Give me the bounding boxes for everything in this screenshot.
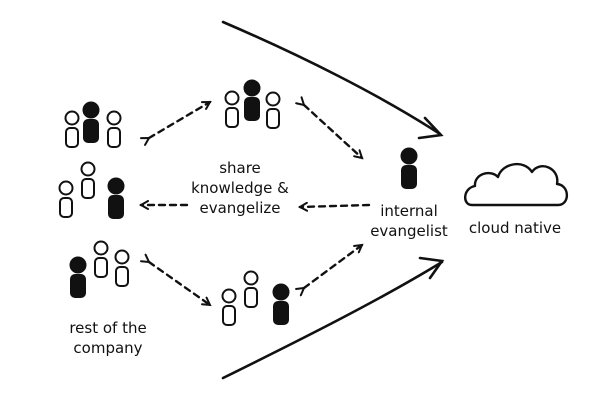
person-icon xyxy=(221,288,237,326)
person-icon xyxy=(243,79,261,121)
person-icon xyxy=(93,240,109,278)
person-icon xyxy=(69,256,87,298)
arrow-icon xyxy=(221,260,444,380)
cloud-icon xyxy=(464,162,569,207)
arrow-icon xyxy=(149,262,210,307)
arrow-icon xyxy=(300,205,371,207)
person-icon xyxy=(64,110,80,148)
arrow-icon xyxy=(149,100,210,138)
dashed-arrows xyxy=(141,100,371,307)
person-icon xyxy=(265,91,281,129)
person-icon xyxy=(106,110,122,148)
arrow-icon xyxy=(304,245,362,288)
person-icon xyxy=(243,270,259,308)
person-icon xyxy=(400,147,418,189)
arrow-icon xyxy=(221,20,442,136)
person-icon xyxy=(80,161,96,199)
person-icon xyxy=(114,249,130,287)
solid-arrows xyxy=(221,20,445,380)
share-knowledge-label: share knowledge & evangelize xyxy=(191,159,289,217)
arrow-icon xyxy=(304,105,362,158)
cloud-native-label: cloud native xyxy=(468,219,562,237)
person-groups xyxy=(58,79,418,326)
person-icon xyxy=(58,180,74,218)
person-icon xyxy=(272,283,290,325)
internal-evangelist-label: internal evangelist xyxy=(370,202,448,240)
person-icon xyxy=(107,177,125,219)
rest-of-company-label: rest of the company xyxy=(69,319,147,357)
person-icon xyxy=(224,90,240,128)
person-icon xyxy=(82,101,100,143)
